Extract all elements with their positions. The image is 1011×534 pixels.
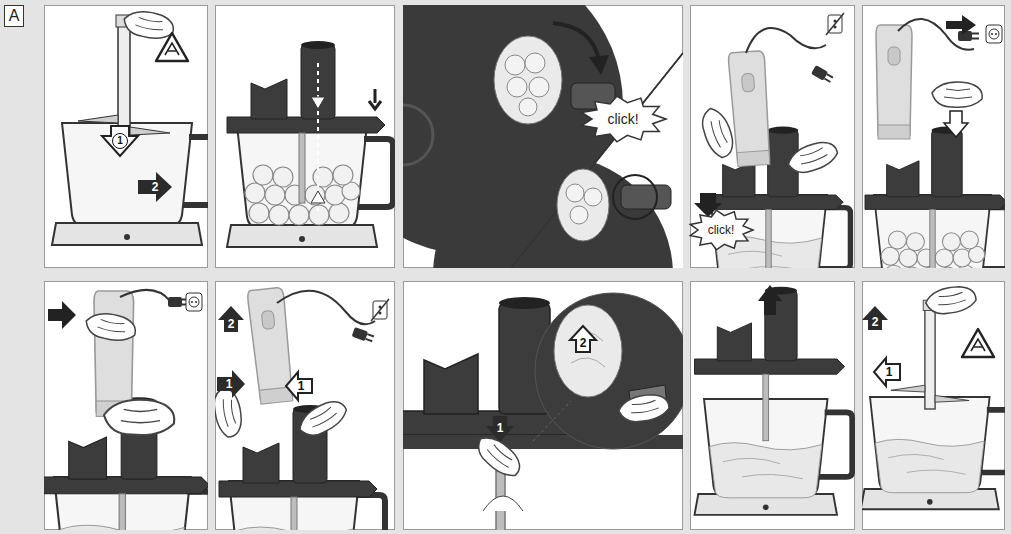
sound-text: click! <box>708 224 735 236</box>
step-arrows <box>102 126 900 442</box>
callout-number: 1 <box>221 376 237 392</box>
callout-number: 2 <box>867 314 883 330</box>
callout-number: 1 <box>112 133 128 149</box>
step-panel <box>691 6 855 305</box>
step-panel <box>863 6 1011 305</box>
callout-number: 2 <box>223 316 239 332</box>
step-panel <box>216 6 395 268</box>
click-starburst: click! <box>580 96 666 142</box>
click-starburst: click! <box>689 210 753 250</box>
figure-letter: A <box>9 8 20 24</box>
callout-number: 1 <box>293 378 309 394</box>
step-panel <box>861 282 1011 530</box>
step-panel <box>45 6 219 268</box>
callout-number: 1 <box>881 364 897 380</box>
sound-text: click! <box>607 112 638 126</box>
step-panel <box>691 282 855 530</box>
step-panel <box>211 282 394 534</box>
step-panel <box>388 282 691 534</box>
callout-number: 2 <box>147 179 163 195</box>
callout-number: 1 <box>492 420 508 436</box>
step-panel <box>44 282 218 534</box>
callout-number: 2 <box>575 335 591 351</box>
figure-letter-box: A <box>4 5 24 27</box>
